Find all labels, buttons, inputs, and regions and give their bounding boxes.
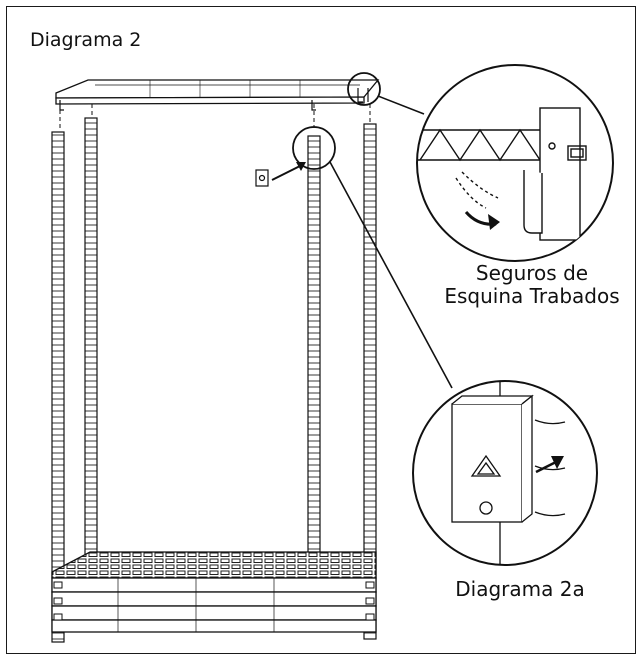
post-back-right: [307, 135, 321, 592]
corner-lock-piece: [255, 169, 269, 187]
bottom-shelf-base: [51, 551, 377, 633]
zoom-detail-2a: [412, 380, 598, 566]
post-back-left: [84, 117, 98, 589]
callout-ring-post: [292, 126, 336, 170]
callout-diagram-2a: Diagrama 2a: [455, 577, 585, 601]
post-front-left: [51, 131, 65, 643]
post-front-right: [363, 123, 377, 640]
callout-corner-locks: Seguros de Esquina Trabados: [432, 262, 632, 308]
zoom-detail-corner-locks: [416, 64, 614, 262]
callout-ring-corner: [347, 72, 381, 106]
top-shelf: [55, 79, 380, 105]
callout-corner-locks-line2: Esquina Trabados: [444, 284, 620, 308]
arrow-to-post: [271, 162, 306, 181]
diagram-title: Diagrama 2: [30, 29, 142, 51]
callout-corner-locks-line1: Seguros de: [475, 261, 589, 285]
